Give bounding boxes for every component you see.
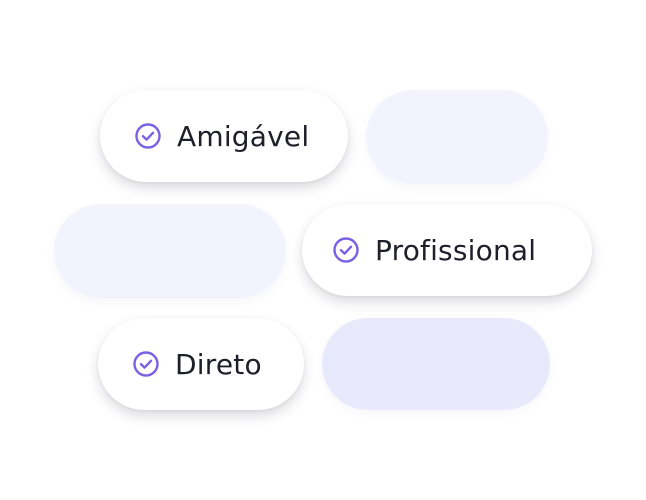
option-direto[interactable]: Direto bbox=[98, 318, 304, 410]
check-circle-icon bbox=[333, 237, 359, 263]
option-label: Direto bbox=[175, 347, 262, 381]
option-label: Amigável bbox=[177, 119, 310, 153]
option-placeholder bbox=[366, 90, 548, 184]
option-placeholder bbox=[322, 318, 550, 410]
option-profissional[interactable]: Profissional bbox=[302, 204, 592, 296]
option-placeholder bbox=[54, 204, 286, 298]
check-circle-icon bbox=[133, 351, 159, 377]
check-circle-icon bbox=[135, 123, 161, 149]
option-label: Profissional bbox=[375, 233, 537, 267]
option-amigavel[interactable]: Amigável bbox=[100, 90, 348, 182]
